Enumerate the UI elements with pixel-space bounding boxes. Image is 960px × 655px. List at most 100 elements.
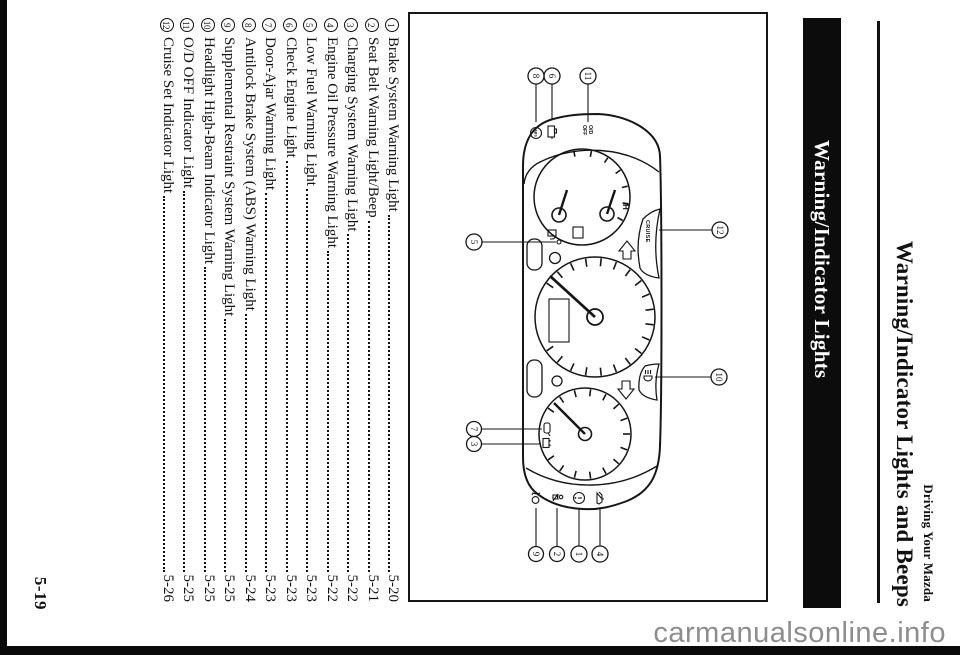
dotted-leader bbox=[327, 250, 329, 572]
gauge-window bbox=[572, 226, 584, 239]
svg-text:8: 8 bbox=[531, 74, 541, 79]
item-label: Supplemental Restraint System Warning Li… bbox=[221, 37, 238, 317]
item-label: Low Fuel Warning Light bbox=[303, 37, 320, 186]
tachometer-ticks bbox=[547, 389, 630, 479]
item-label: Check Engine Light bbox=[283, 37, 299, 158]
item-label: Brake System Warning Light bbox=[385, 37, 402, 212]
item-page-ref: 5-21 bbox=[365, 574, 381, 603]
svg-text:7: 7 bbox=[469, 427, 479, 432]
header-rule bbox=[877, 21, 880, 603]
page-title: Warning/Indicator Lights and Beeps bbox=[892, 240, 917, 607]
dotted-leader bbox=[347, 234, 350, 572]
od-off-icon: O/D OFF bbox=[581, 125, 593, 135]
item-page-ref: 5-23 bbox=[303, 574, 320, 603]
svg-text:ABS: ABS bbox=[533, 129, 537, 137]
odometer-window bbox=[548, 298, 570, 343]
speedometer-hub bbox=[586, 308, 604, 326]
item-page-ref: 5-23 bbox=[262, 574, 279, 603]
svg-text:10: 10 bbox=[714, 373, 724, 383]
left-wedge-arc bbox=[523, 149, 660, 185]
door-ajar-icon bbox=[543, 422, 551, 437]
section-banner: Warning/Indicator Lights bbox=[803, 18, 841, 608]
tachometer-hub bbox=[577, 426, 593, 442]
item-label: Headlight High-Beam Indicator Light bbox=[201, 37, 217, 265]
item-number-badge: 7 bbox=[262, 18, 277, 32]
item-number-badge: 3 bbox=[344, 18, 359, 32]
bottom-window-right bbox=[526, 359, 543, 398]
fuel-needle bbox=[557, 189, 569, 216]
oil-pressure-icon bbox=[596, 491, 604, 505]
dotted-leader bbox=[245, 313, 247, 572]
abs-icon: ABS bbox=[529, 126, 543, 140]
speedometer-needle bbox=[549, 274, 596, 319]
svg-text:11: 11 bbox=[583, 72, 593, 81]
check-engine-icon bbox=[547, 125, 558, 139]
airbag-icon bbox=[531, 492, 541, 504]
high-beam-window bbox=[638, 363, 660, 401]
right-turn-arrow-icon bbox=[616, 380, 636, 400]
dotted-leader bbox=[204, 267, 206, 572]
item-page-ref: 5-22 bbox=[344, 574, 361, 603]
fuel-needle-hub bbox=[551, 207, 567, 223]
dotted-leader bbox=[306, 188, 309, 572]
battery-icon bbox=[542, 437, 551, 449]
item-number-badge: 6 bbox=[283, 18, 297, 32]
item-label: Engine Oil Pressure Warning Light bbox=[324, 37, 340, 248]
folio-page-number: 5-19 bbox=[31, 576, 50, 610]
svg-text:12: 12 bbox=[715, 226, 725, 235]
svg-text:OFF: OFF bbox=[581, 125, 587, 135]
dotted-leader bbox=[224, 319, 227, 572]
callout-1: 1 bbox=[570, 545, 588, 563]
scan-edge-bar-bottom bbox=[0, 646, 960, 655]
svg-text:3: 3 bbox=[469, 442, 479, 447]
left-turn-arrow-icon bbox=[617, 240, 637, 260]
temp-fuel-gauge-ticks bbox=[573, 150, 629, 222]
callout-3: 3 bbox=[465, 435, 483, 453]
item-page-ref: 5-26 bbox=[160, 574, 176, 603]
callout-12: 12 bbox=[711, 221, 729, 239]
item-page-ref: 5-25 bbox=[221, 574, 238, 603]
item-page-ref: 5-24 bbox=[242, 574, 258, 603]
cruise-window bbox=[637, 208, 661, 279]
callout-lines bbox=[482, 84, 712, 546]
callout-11: 11 bbox=[579, 67, 597, 85]
item-number-badge: 2 bbox=[365, 18, 379, 32]
item-page-ref: 5-25 bbox=[201, 574, 217, 603]
item-label: Charging System Warning Light bbox=[344, 37, 361, 232]
watermark-text: carmanualsonline.info bbox=[653, 617, 946, 649]
speedometer-ticks bbox=[546, 258, 654, 376]
callout-4: 4 bbox=[591, 545, 609, 563]
temp-needle-hub bbox=[599, 206, 615, 222]
item-label: Seat Belt Warning Light/Beep bbox=[365, 37, 381, 218]
high-beam-icon bbox=[643, 370, 653, 382]
instrument-cluster-diagram: H CRUISE bbox=[465, 67, 729, 563]
item-number-badge: 9 bbox=[221, 18, 236, 32]
callout-7: 7 bbox=[465, 420, 483, 438]
temp-fuel-gauge bbox=[533, 148, 631, 246]
item-page-ref: 5-23 bbox=[283, 574, 299, 603]
seat-belt-icon bbox=[552, 493, 564, 502]
callout-9: 9 bbox=[527, 545, 545, 563]
dotted-leader bbox=[183, 191, 186, 572]
item-number-badge: 4 bbox=[324, 18, 338, 32]
section-kicker: Driving Your Mazda bbox=[921, 484, 936, 602]
dotted-leader bbox=[388, 214, 391, 572]
cluster-outline bbox=[522, 112, 663, 511]
tachometer-needle bbox=[553, 402, 586, 435]
item-number-badge: 12 bbox=[160, 18, 174, 32]
cluster-figure-box: H CRUISE bbox=[408, 12, 768, 602]
svg-text:2: 2 bbox=[552, 552, 562, 557]
svg-text:O/D: O/D bbox=[587, 125, 593, 134]
item-number-badge: 8 bbox=[242, 18, 256, 32]
item-page-ref: 5-22 bbox=[324, 574, 340, 603]
svg-text:6: 6 bbox=[547, 74, 557, 79]
